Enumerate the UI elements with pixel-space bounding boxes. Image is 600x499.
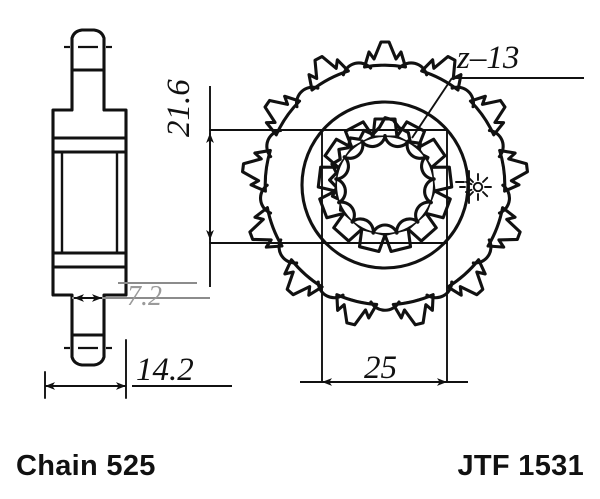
side-top-flange-lip: [51, 136, 128, 154]
side-upper-tooth-tip: [70, 28, 106, 72]
spline-boss-circle: [300, 100, 470, 270]
callout-label-teeth-count: z–13: [457, 40, 520, 76]
side-section-view: [51, 28, 128, 367]
sprocket-teeth-ring: [241, 40, 529, 327]
side-lower-tooth-tip: [70, 333, 106, 367]
callout-z13: [411, 77, 584, 139]
dimension-label-spline-width: 25: [364, 350, 397, 386]
internal-spline: [316, 116, 454, 254]
callout-z13-leader: [411, 77, 453, 139]
dimension-7-2: [72, 282, 210, 302]
sprocket-root-valleys: [259, 61, 511, 312]
dimension-label-height: 21.6: [161, 79, 197, 137]
internal-spline-teeth: [316, 117, 454, 254]
side-bore-body: [51, 150, 128, 255]
front-view: [209, 40, 529, 383]
footer-chain-label: Chain 525: [16, 450, 156, 482]
footer-part-number: JTF 1531: [457, 450, 584, 482]
sprocket-body: [241, 40, 529, 327]
side-upper-hatched-body: [51, 68, 128, 140]
dimension-label-hub-thickness: 7.2: [127, 281, 162, 312]
side-lower-hatched-body: [51, 265, 128, 337]
sunburst-mark-icon: [455, 170, 492, 204]
side-bottom-flange-lip: [51, 251, 128, 269]
dimension-label-total-width: 14.2: [136, 352, 194, 388]
dimension-14-2: [44, 339, 232, 399]
